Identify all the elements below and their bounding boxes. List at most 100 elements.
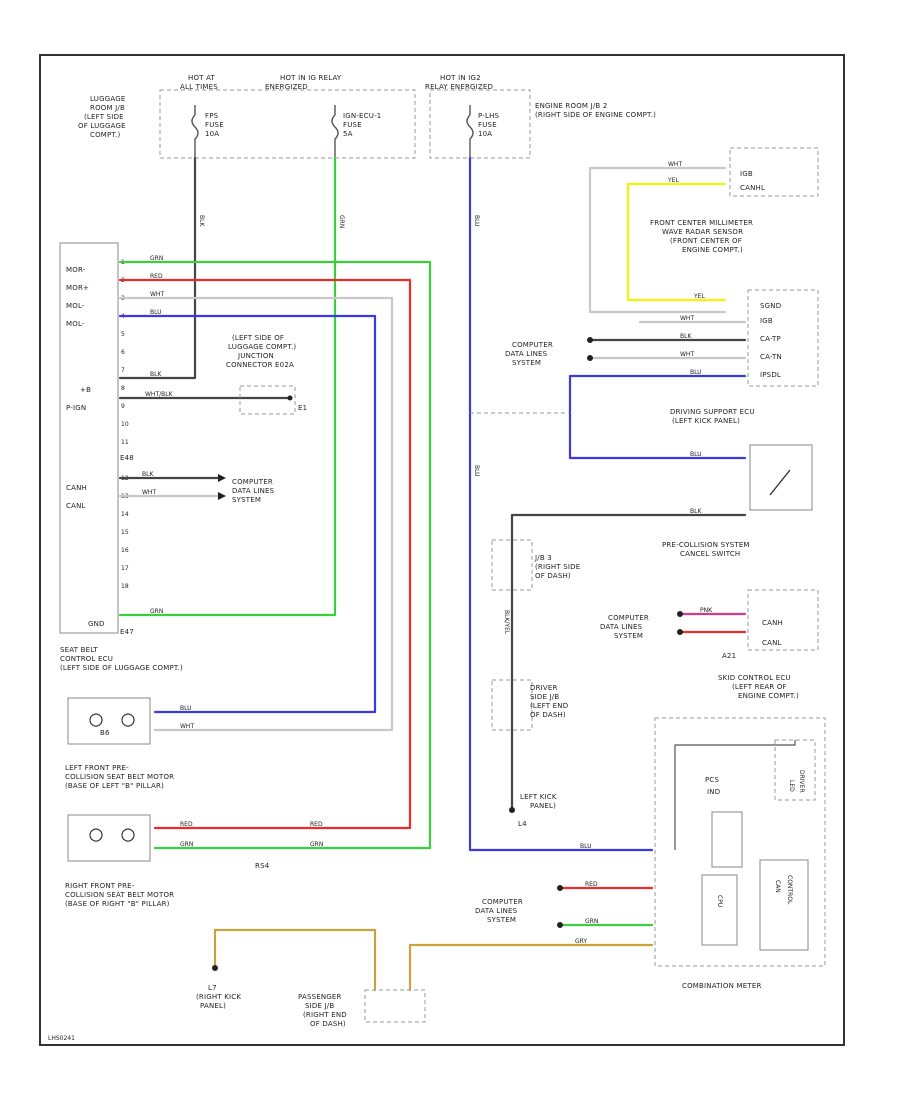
meter-indicator-line bbox=[674, 740, 796, 850]
fuse-3-hot: HOT IN IG2 bbox=[440, 74, 481, 82]
ground-left-kick-1: LEFT KICK bbox=[520, 793, 557, 801]
wire-label-wht-4: WHT bbox=[668, 161, 682, 168]
fuse-3-name: P-LHS bbox=[478, 112, 500, 120]
fuse-3-name2: FUSE bbox=[478, 121, 497, 129]
ecu-pin-canl: CANL bbox=[66, 502, 86, 510]
svg-text:14: 14 bbox=[121, 511, 129, 518]
skid-connector: A21 bbox=[722, 652, 736, 660]
driver-jb-outline bbox=[491, 679, 533, 731]
dsecu-label-2: (LEFT KICK PANEL) bbox=[672, 417, 740, 425]
junction-connector-3: JUNCTION bbox=[237, 352, 274, 360]
dsecu-pin-ipsdl: IPSDL bbox=[760, 371, 781, 379]
svg-text:9: 9 bbox=[121, 403, 125, 410]
wire-label-blk-yel: BLK/YEL bbox=[503, 610, 510, 635]
radar-label-4: ENGINE COMPT.) bbox=[682, 246, 743, 254]
skid-control-ecu: CANH CANL A21 PNK COMPUTER DATA LINES SY… bbox=[600, 589, 819, 700]
passenger-jb-outline bbox=[364, 989, 426, 1023]
wire-label-blu-4: BLU bbox=[180, 705, 192, 712]
meter-cpu-box bbox=[701, 874, 738, 946]
cdl-left-1: COMPUTER bbox=[232, 478, 273, 486]
ecu-pin-mol-a: MOL- bbox=[66, 302, 85, 310]
fuse-1-name2: FUSE bbox=[205, 121, 224, 129]
cdl-mid-1: COMPUTER bbox=[512, 341, 553, 349]
left-motor-label-3: (BASE OF LEFT "B" PILLAR) bbox=[65, 782, 164, 790]
canh-arrow bbox=[218, 474, 226, 482]
ground-right-kick-dot bbox=[212, 965, 218, 971]
wire-mor-plus-red bbox=[118, 278, 412, 830]
skid-pin-canh: CANH bbox=[762, 619, 783, 627]
skid-label-2: (LEFT REAR OF bbox=[732, 683, 787, 691]
cancel-label-2: CANCEL SWITCH bbox=[680, 550, 740, 558]
driver-jb-2: SIDE J/B bbox=[530, 693, 559, 701]
passenger-jb-3: (RIGHT END bbox=[303, 1011, 347, 1019]
driver-jb-3: (LEFT END bbox=[530, 702, 568, 710]
skid-canl-dot bbox=[677, 629, 683, 635]
cancel-switch-symbol bbox=[769, 469, 791, 496]
wire-dsecu-blu bbox=[568, 374, 747, 460]
svg-text:6: 6 bbox=[121, 349, 125, 356]
junction-connector-outline bbox=[239, 385, 296, 415]
meter-pcs-1: PCS bbox=[705, 776, 720, 784]
left-motor-label-2: COLLISION SEAT BELT MOTOR bbox=[65, 773, 174, 781]
fuse-1-name: FPS bbox=[205, 112, 219, 120]
right-motor-connector: RS4 bbox=[255, 862, 270, 870]
left-seatbelt-motor: B6 BLU WHT LEFT FRONT PRE- COLLISION SEA… bbox=[65, 697, 194, 790]
radar-pin-igb: IGB bbox=[740, 170, 753, 178]
driver-jb-1: DRIVER bbox=[530, 684, 558, 692]
right-motor-label-2: COLLISION SEAT BELT MOTOR bbox=[65, 891, 174, 899]
meter-outline bbox=[654, 717, 826, 967]
radar-label-2: WAVE RADAR SENSOR bbox=[662, 228, 743, 236]
wire-mol-wht bbox=[118, 296, 394, 732]
radar-label-3: (FRONT CENTER OF bbox=[670, 237, 742, 245]
left-motor-symbol bbox=[89, 713, 135, 727]
cdl-left-3: SYSTEM bbox=[232, 496, 261, 504]
ecu-pin-canh: CANH bbox=[66, 484, 87, 492]
svg-text:7: 7 bbox=[121, 367, 125, 374]
fuse-2-hot2: ENERGIZED bbox=[265, 83, 308, 91]
driving-support-ecu: SGND IGB CA-TP CA-TN IPSDL WHT BLK WHT C… bbox=[470, 289, 819, 460]
svg-text:18: 18 bbox=[121, 583, 129, 590]
footer-code: LHS0241 bbox=[48, 1035, 75, 1042]
luggage-rjb-line-5: COMPT.) bbox=[90, 131, 121, 139]
wire-radar-wht bbox=[588, 166, 727, 314]
junction-connector-4: CONNECTOR E02A bbox=[226, 361, 294, 369]
wire-label-grn-6: GRN bbox=[585, 918, 598, 925]
meter-canh-dot bbox=[557, 885, 563, 891]
catp-dot bbox=[587, 337, 593, 343]
wire-label-grn-1: GRN bbox=[338, 215, 345, 228]
wire-label-blu-5: BLU bbox=[690, 369, 702, 376]
wire-label-blk-1: BLK bbox=[198, 215, 205, 227]
meter-led-block bbox=[774, 739, 816, 801]
fuse-2-amp: 5A bbox=[343, 130, 353, 138]
wire-label-grn-5: GRN bbox=[310, 841, 323, 848]
junction-connector-1: (LEFT SIDE OF bbox=[232, 334, 284, 342]
left-motor-connector: B6 bbox=[100, 729, 110, 737]
ground-left-kick-dot bbox=[509, 807, 515, 813]
jb3-2: (RIGHT SIDE bbox=[535, 563, 580, 571]
fuse-2-symbol bbox=[331, 105, 339, 157]
ground-e1-label: E1 bbox=[298, 404, 307, 412]
fuse-1-amp: 10A bbox=[205, 130, 219, 138]
svg-text:16: 16 bbox=[121, 547, 129, 554]
svg-text:11: 11 bbox=[121, 439, 129, 446]
engine-rjb-outline bbox=[429, 89, 531, 159]
dsecu-pin-igb: IGB bbox=[760, 317, 773, 325]
cancel-switch: BLK PRE-COLLISION SYSTEM CANCEL SWITCH J… bbox=[491, 444, 813, 828]
ecu-pin-b: +B bbox=[80, 386, 91, 394]
jb3-1: J/B 3 bbox=[534, 554, 552, 562]
wire-label-grn-2: GRN bbox=[150, 255, 163, 262]
wire-label-red-1: RED bbox=[150, 273, 163, 280]
fuse-2-hot: HOT IN IG RELAY bbox=[280, 74, 342, 82]
fuse-box-engine: HOT IN IG2 RELAY ENERGIZED P-LHS FUSE 10… bbox=[425, 74, 656, 159]
luggage-rjb-line-2: ROOM J/B bbox=[90, 104, 125, 112]
svg-text:15: 15 bbox=[121, 529, 129, 536]
dsecu-label-1: DRIVING SUPPORT ECU bbox=[670, 408, 755, 416]
ecu-pin-mor-plus: MOR+ bbox=[66, 284, 89, 292]
svg-text:5: 5 bbox=[121, 331, 125, 338]
luggage-rjb-line-4: OF LUGGAGE bbox=[78, 122, 126, 130]
radar-pin-canhl: CANHL bbox=[740, 184, 765, 192]
junction-connector-2: LUGGAGE COMPT.) bbox=[228, 343, 296, 351]
wire-label-blk-2: BLK bbox=[150, 371, 162, 378]
skid-canh-dot bbox=[677, 611, 683, 617]
wire-label-blk-3: BLK bbox=[142, 471, 154, 478]
